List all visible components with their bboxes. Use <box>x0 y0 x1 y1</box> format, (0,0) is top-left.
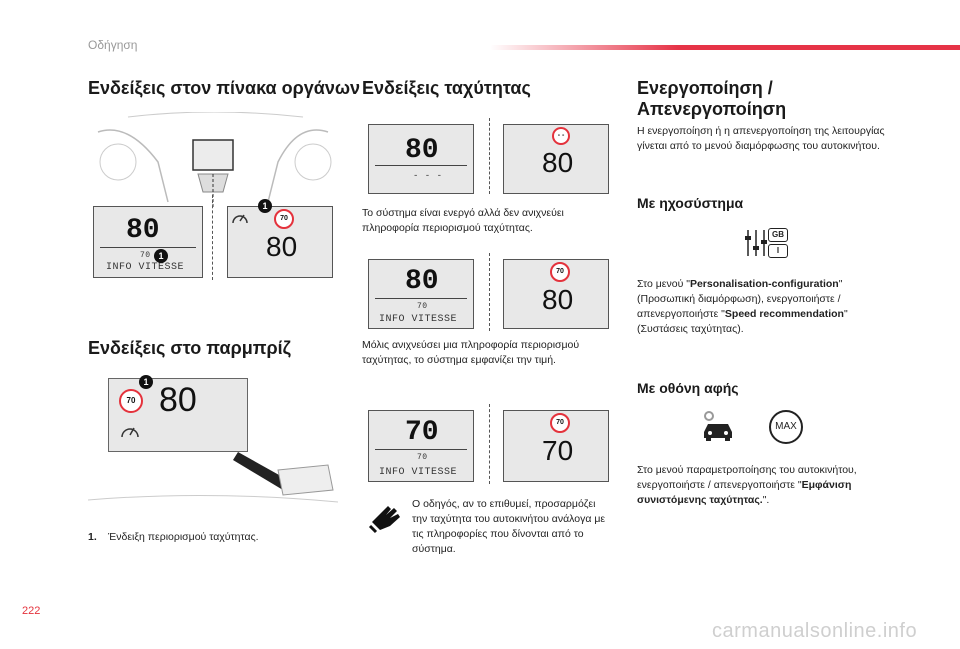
activation-intro: Η ενεργοποίηση ή η απενεργοποίηση της λε… <box>637 125 885 152</box>
callout-1: 1 <box>139 375 153 389</box>
speed-value: 70 <box>405 417 439 448</box>
display-row2-left: 80 70 INFO VITESSE <box>368 259 474 329</box>
speed-value: 80 <box>542 147 574 178</box>
dashed-separator <box>489 404 490 484</box>
heading-speed-indications: Ενδείξεις ταχύτητας <box>362 78 531 98</box>
callout-1: 1 <box>258 199 272 213</box>
small-limit: 70 <box>140 251 151 260</box>
display-row1-left: 80 - - - <box>368 124 474 194</box>
dashed-separator <box>489 253 490 331</box>
speed-value: 80 <box>405 135 439 166</box>
display-line <box>100 247 196 248</box>
heading-audio-system: Με ηχοσύστημα <box>637 195 744 211</box>
dashboard-illustration <box>97 112 332 207</box>
watermark: carmanualsonline.info <box>712 620 918 642</box>
speed-limit-sign: - - <box>552 127 570 145</box>
speed-limit-sign: 70 <box>274 209 294 229</box>
info-vitesse: INFO VITESSE <box>106 262 185 273</box>
driver-hand-icon <box>368 506 400 534</box>
speed-value: 80 <box>266 231 298 262</box>
speed-value: 70 <box>542 435 574 466</box>
text-active-no-info: Το σύστημα είναι ενεργό αλλά δεν ανιχνεύ… <box>362 207 564 234</box>
display-row3-right: 70 70 <box>503 410 609 482</box>
text-info-detected: Μόλις ανιχνεύσει μια πληροφορία περιορισ… <box>362 339 580 366</box>
speed-limit-sign: 70 <box>550 262 570 282</box>
hud-display: 70 1 80 <box>108 375 248 452</box>
windscreen-illustration <box>88 452 338 503</box>
i-badge: I <box>768 244 788 258</box>
display-line <box>375 298 467 299</box>
text-driver-adjusts: Ο οδηγός, αν το επιθυμεί, προσαρμόζει τη… <box>412 498 606 555</box>
info-vitesse: INFO VITESSE <box>379 314 458 325</box>
small-limit: 70 <box>417 453 428 462</box>
small-limit: 70 <box>417 302 428 311</box>
speed-limit-sign: 70 <box>550 413 570 433</box>
display-row2-right: 70 80 <box>503 259 609 329</box>
dashed-separator <box>212 195 213 280</box>
heading-windscreen: Ενδείξεις στο παρμπρίζ <box>88 338 291 358</box>
dashes: - - - <box>413 171 443 181</box>
section-label: Οδήγηση <box>88 38 138 52</box>
heading-dashboard: Ενδείξεις στον πίνακα οργάνων <box>88 78 361 98</box>
speedometer-icon <box>121 427 139 438</box>
speed-limit-sign: 70 <box>119 389 143 413</box>
display-row1-right: - - 80 <box>503 124 609 194</box>
touch-instructions: Στο μενού παραμετροποίησης του αυτοκινήτ… <box>637 464 857 506</box>
display-line <box>375 449 467 450</box>
heading-activation: Ενεργοποίηση / Απενεργοποίηση <box>637 78 787 119</box>
audio-settings-icon: GB I <box>744 226 788 262</box>
speedometer-icon <box>232 214 248 224</box>
speed-value: 80 <box>159 381 197 419</box>
info-vitesse: INFO VITESSE <box>379 467 458 478</box>
legend-text: Ένδειξη περιορισμού ταχύτητας. <box>108 531 259 543</box>
display-row3-left: 70 70 INFO VITESSE <box>368 410 474 482</box>
dashed-separator <box>489 118 490 194</box>
speed-value: 80 <box>126 215 160 246</box>
car-settings-icon <box>704 411 732 441</box>
speed-value: 80 <box>542 284 574 315</box>
display-line <box>375 165 467 166</box>
header-accent-bar <box>490 45 960 50</box>
heading-touch-screen: Με οθόνη αφής <box>637 380 739 396</box>
callout-1: 1 <box>154 249 168 263</box>
gb-badge: GB <box>768 228 788 242</box>
audio-instructions: Στο μενού "Personalisation-configuration… <box>637 278 848 335</box>
dashboard-display-left: 80 70 INFO VITESSE 1 <box>93 206 203 278</box>
page-number: 222 <box>22 605 41 617</box>
dashboard-display-right: 1 70 80 <box>227 199 333 278</box>
legend-number: 1. <box>88 531 97 543</box>
max-speed-icon: MAX <box>769 410 803 444</box>
speed-value: 80 <box>405 266 439 297</box>
